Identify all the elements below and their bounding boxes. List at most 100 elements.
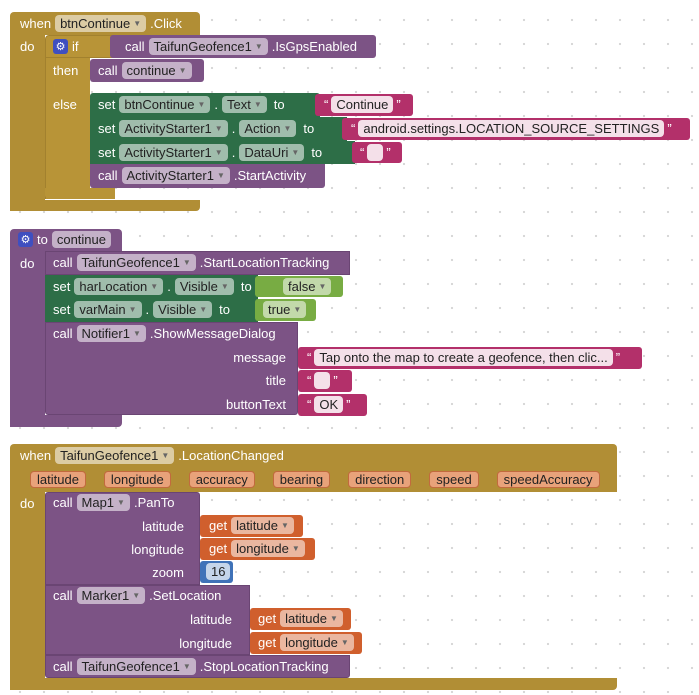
chevron-down-icon: ▼ — [214, 148, 223, 157]
text-value[interactable]: android.settings.LOCATION_SOURCE_SETTING… — [358, 120, 665, 137]
to-label: to — [240, 279, 252, 294]
method-name: .StartLocationTracking — [199, 255, 330, 270]
procedure-name-field[interactable]: continue — [51, 231, 111, 248]
chevron-down-icon: ▼ — [214, 124, 223, 133]
when-label: when — [20, 448, 52, 463]
latitude-arg-label: latitude — [190, 612, 232, 627]
text-value[interactable] — [367, 144, 384, 161]
variable-dropdown[interactable]: latitude▼ — [231, 517, 294, 534]
set-label: set — [98, 97, 116, 112]
method-name: .ShowMessageDialog — [149, 326, 276, 341]
buttontext-arg-label: buttonText — [226, 397, 286, 412]
get-label: get — [258, 611, 277, 626]
if-bottom — [45, 188, 115, 199]
gear-icon[interactable]: ⚙ — [53, 39, 68, 54]
message-arg-label: message — [233, 350, 286, 365]
do-label: do — [20, 39, 35, 54]
method-name: .StartActivity — [233, 168, 307, 183]
chevron-down-icon: ▼ — [318, 282, 327, 291]
param-latitude[interactable]: latitude — [30, 471, 86, 488]
zoom-arg-label: zoom — [152, 565, 184, 580]
chevron-down-icon: ▼ — [340, 638, 349, 647]
to-label: to — [219, 302, 230, 317]
component-dropdown[interactable]: TaifunGeofence1▼ — [55, 447, 175, 464]
get-label: get — [209, 518, 228, 533]
zoom-number-value[interactable]: 16 — [206, 563, 231, 580]
component-dropdown[interactable]: btnContinue▼ — [119, 96, 211, 113]
property-dropdown[interactable]: Text▼ — [222, 96, 267, 113]
title-text-value[interactable] — [314, 372, 331, 389]
call-label: call — [53, 255, 73, 270]
gear-icon[interactable]: ⚙ — [18, 232, 33, 247]
chevron-down-icon: ▼ — [291, 148, 300, 157]
chevron-down-icon: ▼ — [161, 451, 170, 460]
message-text-value[interactable]: Tap onto the map to create a geofence, t… — [314, 349, 613, 366]
property-dropdown[interactable]: Action▼ — [239, 120, 297, 137]
to-label: to — [273, 97, 285, 112]
component-dropdown[interactable]: TaifunGeofence1▼ — [148, 38, 268, 55]
property-dropdown[interactable]: Visible▼ — [153, 301, 213, 318]
chevron-down-icon: ▼ — [132, 591, 141, 600]
do-label: do — [20, 256, 35, 271]
event-arm — [10, 492, 45, 690]
procedure-arm — [10, 251, 45, 427]
component-dropdown[interactable]: ActivityStarter1▼ — [119, 120, 228, 137]
procedure-dropdown[interactable]: continue▼ — [121, 62, 192, 79]
chevron-down-icon: ▼ — [133, 19, 142, 28]
property-dropdown[interactable]: Visible▼ — [174, 278, 234, 295]
param-direction[interactable]: direction — [348, 471, 412, 488]
call-label: call — [53, 326, 73, 341]
variable-dropdown[interactable]: latitude▼ — [280, 610, 343, 627]
longitude-arg-label: longitude — [131, 542, 184, 557]
component-dropdown[interactable]: harLocation▼ — [74, 278, 164, 295]
buttontext-text-value[interactable]: OK — [314, 396, 344, 413]
event-name: .LocationChanged — [178, 448, 284, 463]
param-speedaccuracy[interactable]: speedAccuracy — [496, 471, 600, 488]
logic-dropdown[interactable]: true▼ — [263, 301, 307, 318]
param-bearing[interactable]: bearing — [272, 471, 331, 488]
component-dropdown[interactable]: varMain▼ — [74, 301, 142, 318]
component-dropdown[interactable]: Notifier1▼ — [76, 325, 146, 342]
chevron-down-icon: ▼ — [182, 662, 191, 671]
component-dropdown[interactable]: Marker1▼ — [76, 587, 146, 604]
variable-dropdown[interactable]: longitude▼ — [280, 634, 354, 651]
chevron-down-icon: ▼ — [178, 66, 187, 75]
component-dropdown[interactable]: TaifunGeofence1▼ — [76, 254, 196, 271]
latitude-arg-label: latitude — [142, 519, 184, 534]
call-label: call — [53, 659, 73, 674]
component-dropdown[interactable]: Map1▼ — [76, 494, 130, 511]
property-dropdown[interactable]: DataUri▼ — [239, 144, 305, 161]
method-name: .SetLocation — [149, 588, 222, 603]
param-speed[interactable]: speed — [429, 471, 479, 488]
event-bottom — [10, 678, 617, 690]
chevron-down-icon: ▼ — [293, 305, 302, 314]
event-name: .Click — [150, 16, 182, 31]
when-label: when — [20, 16, 52, 31]
set-label: set — [98, 145, 116, 160]
chevron-down-icon: ▼ — [117, 498, 125, 507]
call-label: call — [98, 63, 118, 78]
component-dropdown[interactable]: ActivityStarter1▼ — [121, 167, 230, 184]
event-bottom — [10, 200, 200, 211]
component-dropdown[interactable]: btnContinue▼ — [55, 15, 147, 32]
component-dropdown[interactable]: ActivityStarter1▼ — [119, 144, 228, 161]
longitude-arg-label: longitude — [179, 636, 232, 651]
set-label: set — [98, 121, 116, 136]
event-arm — [10, 35, 45, 211]
chevron-down-icon: ▼ — [330, 614, 338, 623]
then-label: then — [53, 63, 79, 78]
text-value[interactable]: Continue — [331, 96, 394, 113]
component-dropdown[interactable]: TaifunGeofence1▼ — [76, 658, 196, 675]
variable-dropdown[interactable]: longitude▼ — [231, 540, 305, 557]
chevron-down-icon: ▼ — [182, 258, 191, 267]
chevron-down-icon: ▼ — [291, 544, 300, 553]
param-longitude[interactable]: longitude — [103, 471, 171, 488]
set-label: set — [53, 302, 71, 317]
method-name: .StopLocationTracking — [199, 659, 329, 674]
if-label: if — [72, 39, 79, 54]
logic-dropdown[interactable]: false▼ — [283, 278, 332, 295]
chevron-down-icon: ▼ — [128, 305, 137, 314]
if-arm — [45, 58, 90, 199]
param-accuracy[interactable]: accuracy — [188, 471, 255, 488]
title-arg-label: title — [265, 373, 286, 388]
